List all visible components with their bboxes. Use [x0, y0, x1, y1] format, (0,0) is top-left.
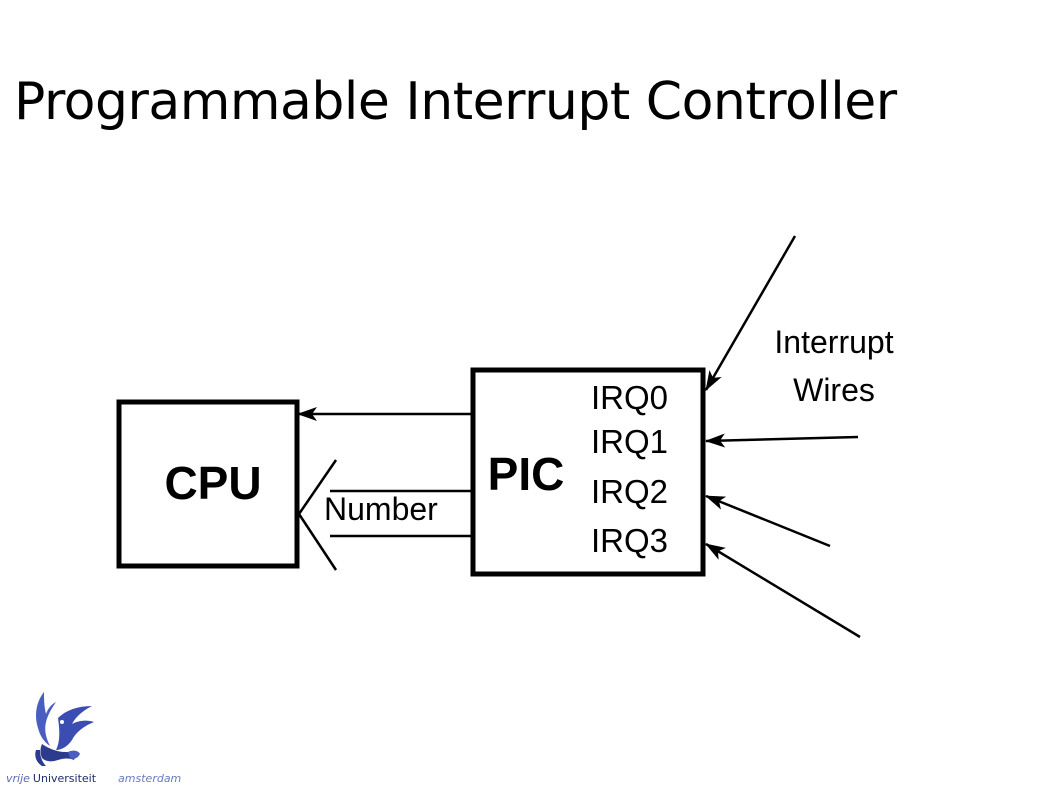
irq3-wire: [705, 542, 861, 639]
irq0-label: IRQ0: [591, 379, 668, 416]
pic-box: [470, 367, 706, 577]
cpu-label: CPU: [164, 457, 261, 509]
university-name: Universiteit: [32, 772, 97, 785]
irq2-label: IRQ2: [591, 473, 668, 510]
interrupt-wires-label-line1: Interrupt: [774, 324, 893, 360]
irq2-wire: [705, 494, 831, 548]
university-prefix: vrije: [6, 772, 30, 785]
cpu-box: [116, 399, 300, 569]
pic-label: PIC: [488, 448, 565, 500]
irq1-wire: [705, 433, 859, 448]
irq0-wire: [704, 235, 797, 391]
university-city: amsterdam: [118, 772, 182, 785]
number-label: Number: [324, 491, 438, 527]
interrupt-wires-label-line2: Wires: [793, 372, 875, 408]
griffin-logo-icon: [35, 692, 94, 766]
number-bus-chevron-upper: [297, 459, 338, 515]
irq1-label: IRQ1: [591, 423, 668, 460]
number-bus-chevron-lower: [297, 513, 338, 571]
slide-title: Programmable Interrupt Controller: [14, 72, 897, 132]
irq3-label: IRQ3: [591, 522, 668, 559]
